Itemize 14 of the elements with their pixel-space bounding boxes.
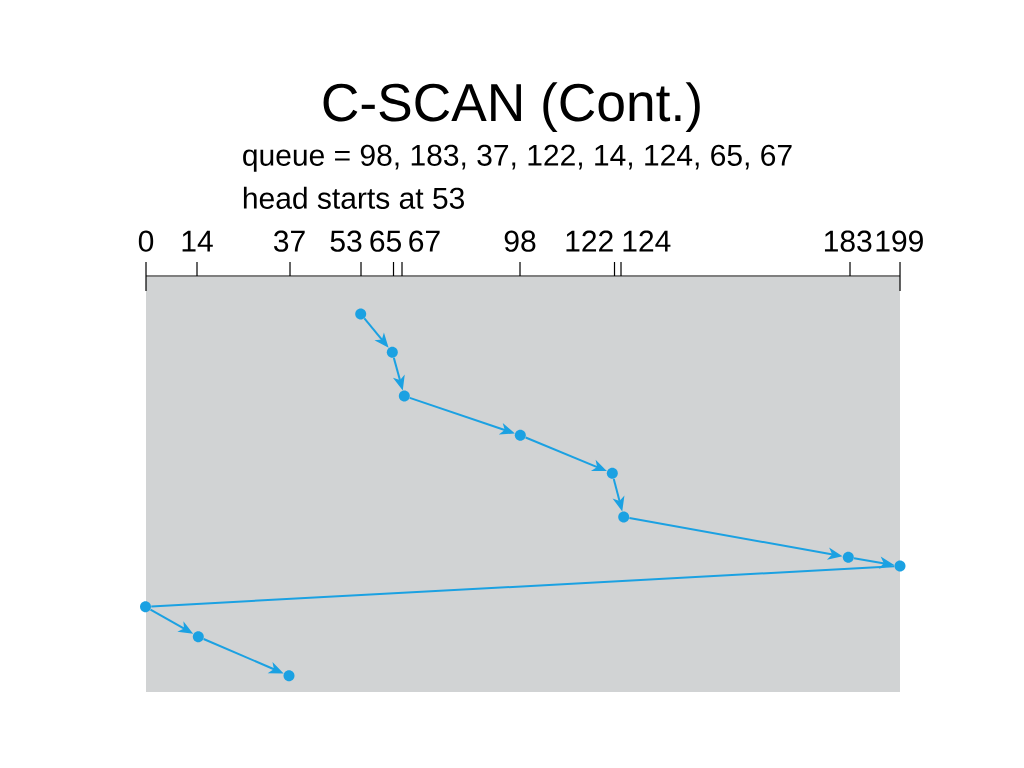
tick-label: 122: [566, 230, 613, 252]
tick-label: 67: [409, 230, 440, 252]
tick-label: 183: [824, 230, 872, 252]
tick-label: 0: [138, 230, 154, 252]
tick-label: 124: [623, 230, 671, 252]
tick-label: 37: [273, 230, 305, 252]
title: C-SCAN (Cont.): [323, 82, 700, 133]
note: queue = 98, 183, 37, 122, 14, 124, 65, 67: [243, 144, 792, 172]
tick-label: 14: [182, 230, 213, 252]
tick-label: 199: [876, 230, 923, 252]
tick-label: 53: [330, 230, 362, 252]
tick-label: 98: [504, 230, 536, 252]
note: head starts at 53: [243, 186, 464, 209]
tick-label: 65: [370, 230, 401, 252]
